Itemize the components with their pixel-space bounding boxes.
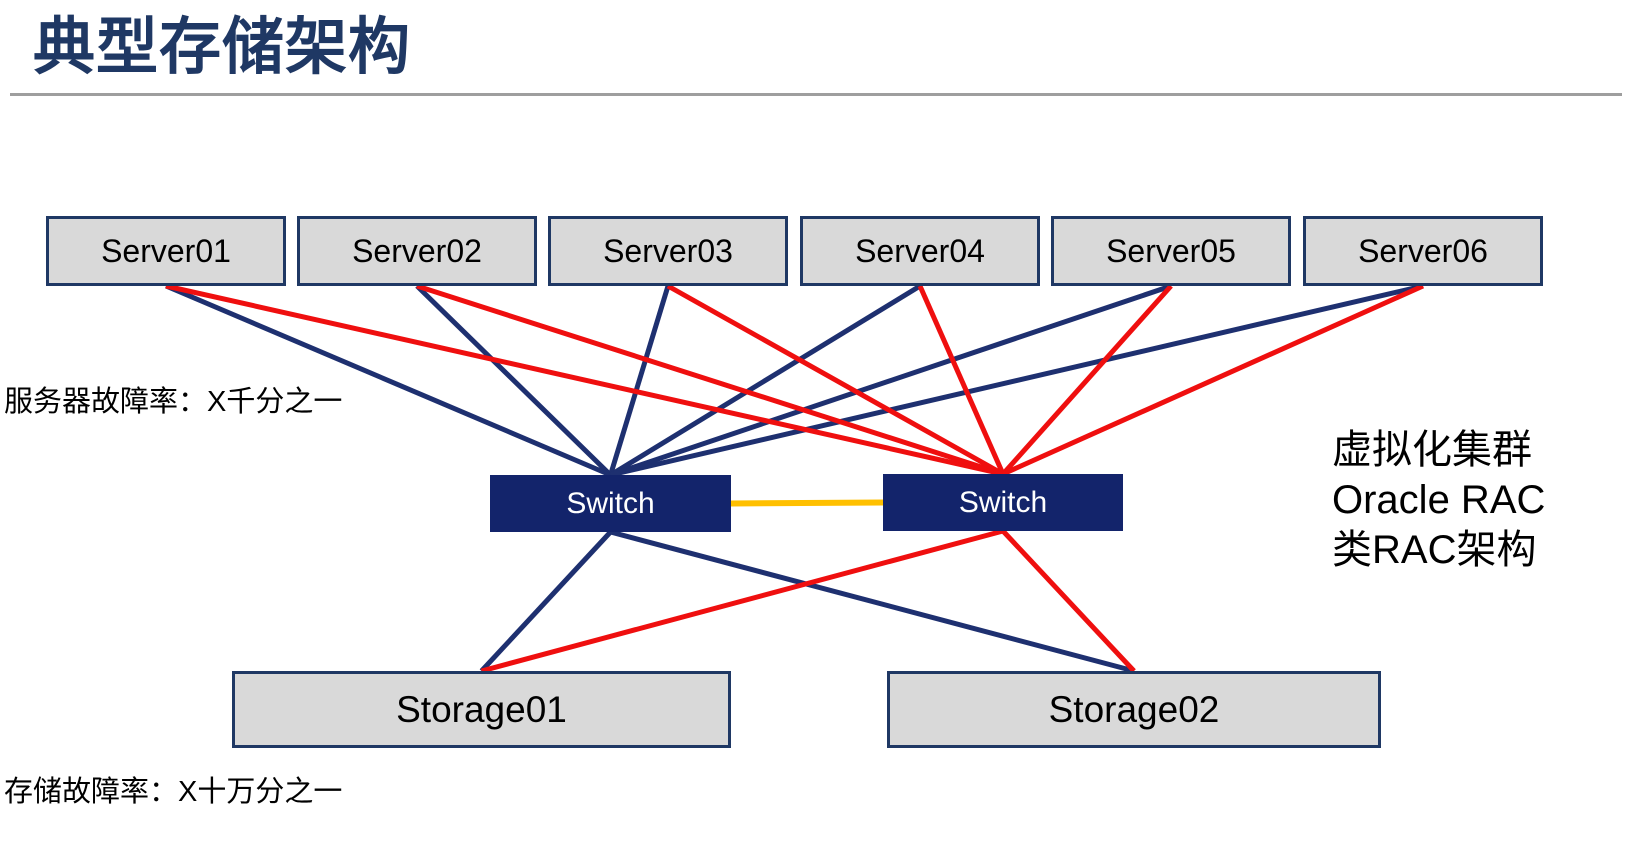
switch-right-box: Switch bbox=[883, 474, 1123, 531]
title-divider-line bbox=[10, 93, 1622, 96]
edge-red-line bbox=[480, 528, 1004, 674]
edge-red-line bbox=[666, 283, 1005, 477]
server03-box: Server03 bbox=[548, 216, 788, 286]
page-title: 典型存储架构 bbox=[33, 13, 412, 82]
server06-box: Server06 bbox=[1303, 216, 1543, 286]
edge-red-line bbox=[917, 284, 1006, 476]
edge-navy-line bbox=[609, 283, 922, 478]
storage02-box: Storage02 bbox=[887, 671, 1381, 748]
edge-red-line bbox=[1001, 529, 1136, 673]
server05-box: Server05 bbox=[1051, 216, 1291, 286]
cluster-note: 虚拟化集群 Oracle RAC 类RAC架构 bbox=[1332, 425, 1545, 575]
server01-box: Server01 bbox=[46, 216, 286, 286]
edge-navy-line bbox=[479, 530, 613, 673]
storage01-box: Storage01 bbox=[232, 671, 731, 748]
cluster-note-line-2: Oracle RAC bbox=[1332, 478, 1546, 522]
server-failure-rate-label: 服务器故障率：X千分之一 bbox=[4, 386, 343, 418]
edge-navy-line bbox=[609, 529, 1135, 674]
edge-navy-line bbox=[609, 283, 1172, 478]
switch-left-box: Switch bbox=[490, 475, 731, 532]
edge-orange-line bbox=[730, 499, 884, 507]
edge-red-line bbox=[1001, 284, 1173, 476]
server04-box: Server04 bbox=[800, 216, 1040, 286]
cluster-note-line-3: 类RAC架构 bbox=[1332, 528, 1537, 572]
server02-box: Server02 bbox=[297, 216, 537, 286]
edge-red-line bbox=[416, 283, 1004, 477]
edge-navy-line bbox=[415, 284, 613, 477]
storage-failure-rate-label: 存储故障率：X十万分之一 bbox=[4, 776, 343, 808]
edge-navy-line bbox=[608, 285, 671, 476]
cluster-note-line-1: 虚拟化集群 bbox=[1332, 428, 1532, 472]
edge-navy-line bbox=[609, 283, 1424, 478]
